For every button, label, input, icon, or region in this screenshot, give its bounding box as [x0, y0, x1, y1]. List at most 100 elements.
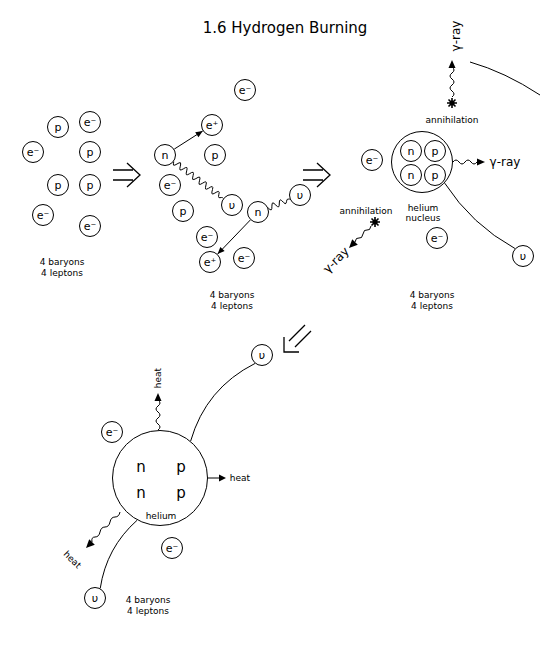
neutrino-wave — [268, 199, 290, 210]
gamma-ray-label: γ-ray — [490, 156, 521, 168]
particle-symbol: n — [255, 207, 262, 218]
electron-circle: e⁻ — [426, 227, 448, 249]
count-note: 4 leptons — [41, 269, 83, 278]
neutrino-wave — [268, 199, 290, 210]
neutrino-wave — [173, 162, 223, 199]
count-note: 4 baryons — [210, 291, 255, 300]
particle-symbol: e⁻ — [84, 117, 97, 128]
arrow-head — [195, 131, 203, 137]
proton-circle: p — [47, 174, 69, 196]
emission-line — [445, 183, 515, 248]
neutrino-circle: υ — [221, 194, 243, 216]
proton-circle: p — [172, 200, 194, 222]
annihilation-star — [373, 220, 378, 225]
particle-symbol: υ — [520, 251, 526, 262]
electron-circle: e⁻ — [101, 421, 123, 443]
neutron-circle: n — [154, 144, 176, 166]
electron-circle: e⁻ — [159, 174, 181, 196]
heat-label: heat — [230, 474, 250, 483]
annihilation-star — [447, 98, 457, 108]
arrow-head — [349, 239, 358, 248]
positron-circle: e⁺ — [201, 114, 223, 136]
emission-line — [100, 520, 137, 588]
proton-circle: p — [424, 164, 446, 186]
neutrino-circle: υ — [289, 184, 311, 206]
annihilation-star — [450, 101, 455, 106]
double-arrow — [284, 325, 311, 352]
neutrino-circle: υ — [84, 587, 106, 609]
neutrino-circle: υ — [251, 344, 273, 366]
proton-circle: p — [79, 174, 101, 196]
electron-circle: e⁻ — [361, 149, 383, 171]
emission-line — [218, 220, 251, 254]
particle-symbol: p — [55, 180, 62, 191]
particle-symbol: e⁻ — [366, 155, 379, 166]
electron-circle: e⁻ — [161, 537, 183, 559]
neutrino-track — [470, 62, 540, 95]
particle-symbol: e⁻ — [201, 232, 214, 243]
gamma-ray-label: γ-ray — [450, 21, 462, 52]
nucleus-label: helium nucleus — [400, 204, 446, 224]
particle-symbol: p — [432, 146, 439, 157]
gamma-ray-label: γ-ray — [321, 245, 351, 275]
helium-nucleus: npnphelium — [112, 430, 208, 526]
gamma-ray-wave — [453, 160, 477, 164]
particle-symbol: e⁻ — [431, 233, 444, 244]
arrow-head — [449, 60, 456, 68]
heat-arrow — [208, 478, 220, 479]
arrow-head — [219, 475, 226, 482]
nucleus-label: helium — [146, 512, 177, 522]
particle-symbol: p — [176, 459, 186, 476]
particle-symbol: e⁻ — [84, 221, 97, 232]
proton-circle: p — [47, 116, 69, 138]
count-note: 4 leptons — [127, 607, 169, 616]
neutrino-circle: υ — [512, 245, 534, 267]
particle-symbol: e⁻ — [106, 427, 119, 438]
particle-symbol: n — [162, 150, 169, 161]
emission-line — [191, 363, 255, 441]
particle-symbol: υ — [229, 200, 235, 211]
heat-label: heat — [62, 550, 83, 571]
proton-circle: p — [204, 144, 226, 166]
positron-circle: e⁺ — [199, 251, 221, 273]
emission-line — [174, 131, 202, 149]
electron-circle: e⁻ — [234, 79, 256, 101]
particle-symbol: e⁻ — [164, 180, 177, 191]
emission-line — [174, 131, 202, 149]
particle-symbol: υ — [92, 593, 98, 604]
electron-circle: e⁻ — [22, 141, 44, 163]
electron-circle: e⁻ — [196, 226, 218, 248]
arrow-head — [477, 159, 485, 166]
annihilation-star — [370, 217, 380, 227]
arrow-head — [218, 247, 225, 254]
particle-symbol: p — [176, 485, 186, 502]
arrow-head — [155, 393, 162, 401]
emission-line — [218, 220, 251, 254]
electron-circle: e⁻ — [233, 247, 255, 269]
particle-symbol: p — [180, 206, 187, 217]
particle-symbol: e⁻ — [166, 543, 179, 554]
particle-symbol: υ — [259, 350, 265, 361]
electron-circle: e⁻ — [79, 111, 101, 133]
heat-wave — [92, 512, 120, 542]
particle-symbol: e⁻ — [27, 147, 40, 158]
particle-symbol: n — [408, 170, 415, 181]
gamma-ray-wave — [355, 226, 371, 242]
particle-symbol: p — [212, 150, 219, 161]
arrow-head — [86, 539, 95, 548]
neutrino-wave — [173, 162, 223, 199]
emission-line — [100, 520, 137, 588]
particle-symbol: n — [408, 146, 415, 157]
count-note: 4 baryons — [410, 291, 455, 300]
neutron-circle: n — [400, 164, 422, 186]
neutron-circle: n — [400, 140, 422, 162]
particle-symbol: p — [55, 122, 62, 133]
heat-label: heat — [154, 368, 163, 388]
electron-circle: e⁻ — [79, 215, 101, 237]
gamma-ray-wave — [450, 67, 454, 97]
process-label: annihilation — [426, 116, 479, 125]
particle-symbol: e⁻ — [37, 210, 50, 221]
